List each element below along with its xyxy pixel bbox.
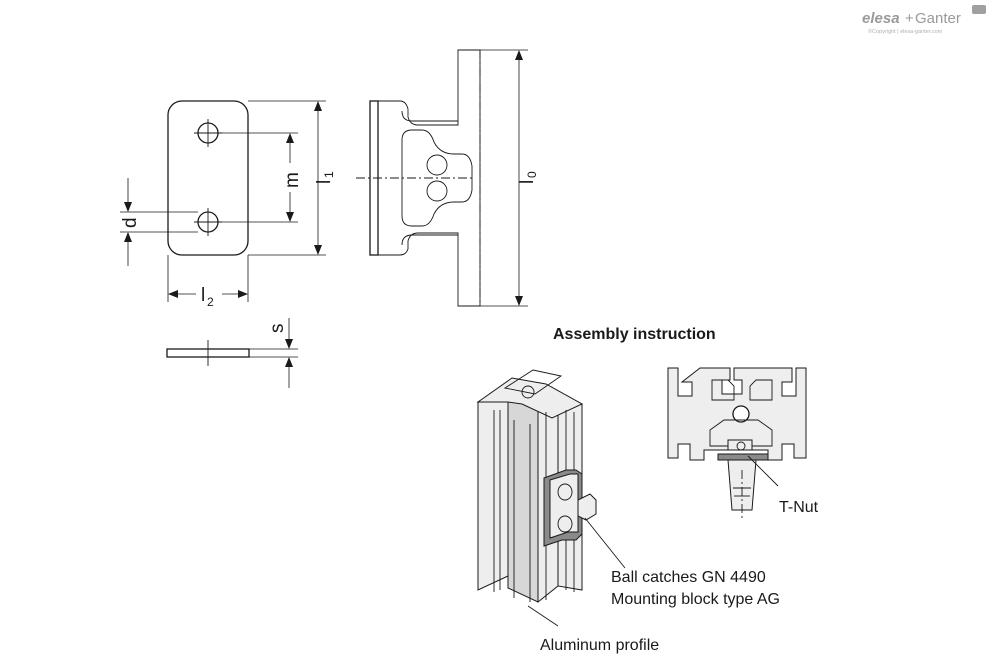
logo-brand-right: Ganter (915, 10, 961, 27)
assembly-annotations: T-Nut Ball catches GN 4490 Mounting bloc… (527, 455, 819, 654)
logo-brand-left: elesa (862, 10, 900, 27)
label-t-nut: T-Nut (779, 499, 819, 516)
dim-l2-label: l (201, 285, 205, 306)
dim-d-label: d (120, 217, 141, 228)
dim-m-label: m (282, 172, 303, 188)
logo-mark-icon (972, 5, 986, 14)
dim-l0-sub: 0 (525, 171, 539, 178)
brand-logo: elesa + Ganter ©Copyright | elesa-ganter… (862, 5, 986, 35)
plate-front-view: l 1 m d l 2 (120, 100, 336, 309)
mounting-block-side-view: l 0 (356, 49, 539, 307)
plate-side-view: s (166, 318, 298, 388)
profile-cross-section (667, 367, 807, 520)
logo-copyright: ©Copyright | elesa-ganter.com (868, 28, 943, 35)
assembly-title: Assembly instruction (553, 326, 716, 343)
label-ball-catches: Ball catches GN 4490 (611, 569, 766, 586)
dim-l1-sub: 1 (322, 171, 336, 178)
aluminum-profile-illustration (476, 369, 597, 604)
dim-s-label: s (267, 324, 288, 334)
dim-l0-label: l (517, 180, 538, 184)
dim-l1-label: l (314, 180, 335, 184)
logo-brand-sep: + (905, 10, 914, 27)
dim-l2-sub: 2 (207, 295, 214, 309)
label-aluminum-profile: Aluminum profile (540, 637, 659, 654)
label-mounting-block: Mounting block type AG (611, 591, 780, 608)
